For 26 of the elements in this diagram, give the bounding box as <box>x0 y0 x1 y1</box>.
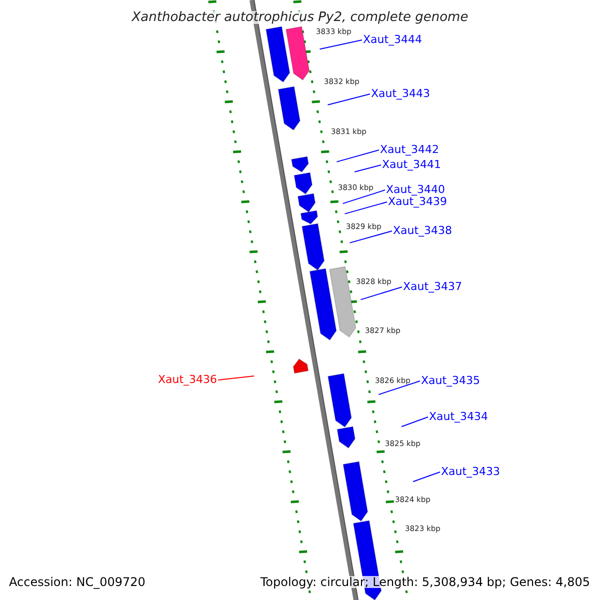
leader-line <box>349 230 392 244</box>
gene-label: Xaut_3436 <box>158 374 218 385</box>
leader-line <box>378 380 420 396</box>
leader-line <box>344 202 388 214</box>
leader-line <box>401 416 428 428</box>
genome-info-text: Topology: circular; Length: 5,308,934 bp; Genes: 4,805 <box>260 576 590 588</box>
gene-label: Xaut_3437 <box>403 281 462 292</box>
gene-label: Xaut_3443 <box>371 88 430 99</box>
gene-label: Xaut_3441 <box>382 159 442 170</box>
gene-label: Xaut_3440 <box>386 184 446 195</box>
leader-line <box>360 286 402 300</box>
leader-line <box>342 190 386 204</box>
leader-line <box>354 164 382 172</box>
leader-line <box>327 94 370 106</box>
leader-line <box>218 375 255 380</box>
accession-text: Accession: NC_009720 <box>9 576 146 588</box>
gene-label: Xaut_3444 <box>363 34 422 45</box>
gene-label: Xaut_3439 <box>388 196 448 207</box>
leader-line <box>412 472 440 482</box>
leader-line <box>319 40 362 50</box>
gene-label: Xaut_3442 <box>380 144 440 155</box>
gene-label: Xaut_3438 <box>393 225 452 236</box>
leader-line <box>336 150 380 162</box>
gene-label: Xaut_3433 <box>441 466 500 477</box>
gene-label: Xaut_3435 <box>421 375 480 386</box>
gene-label: Xaut_3434 <box>429 411 488 422</box>
